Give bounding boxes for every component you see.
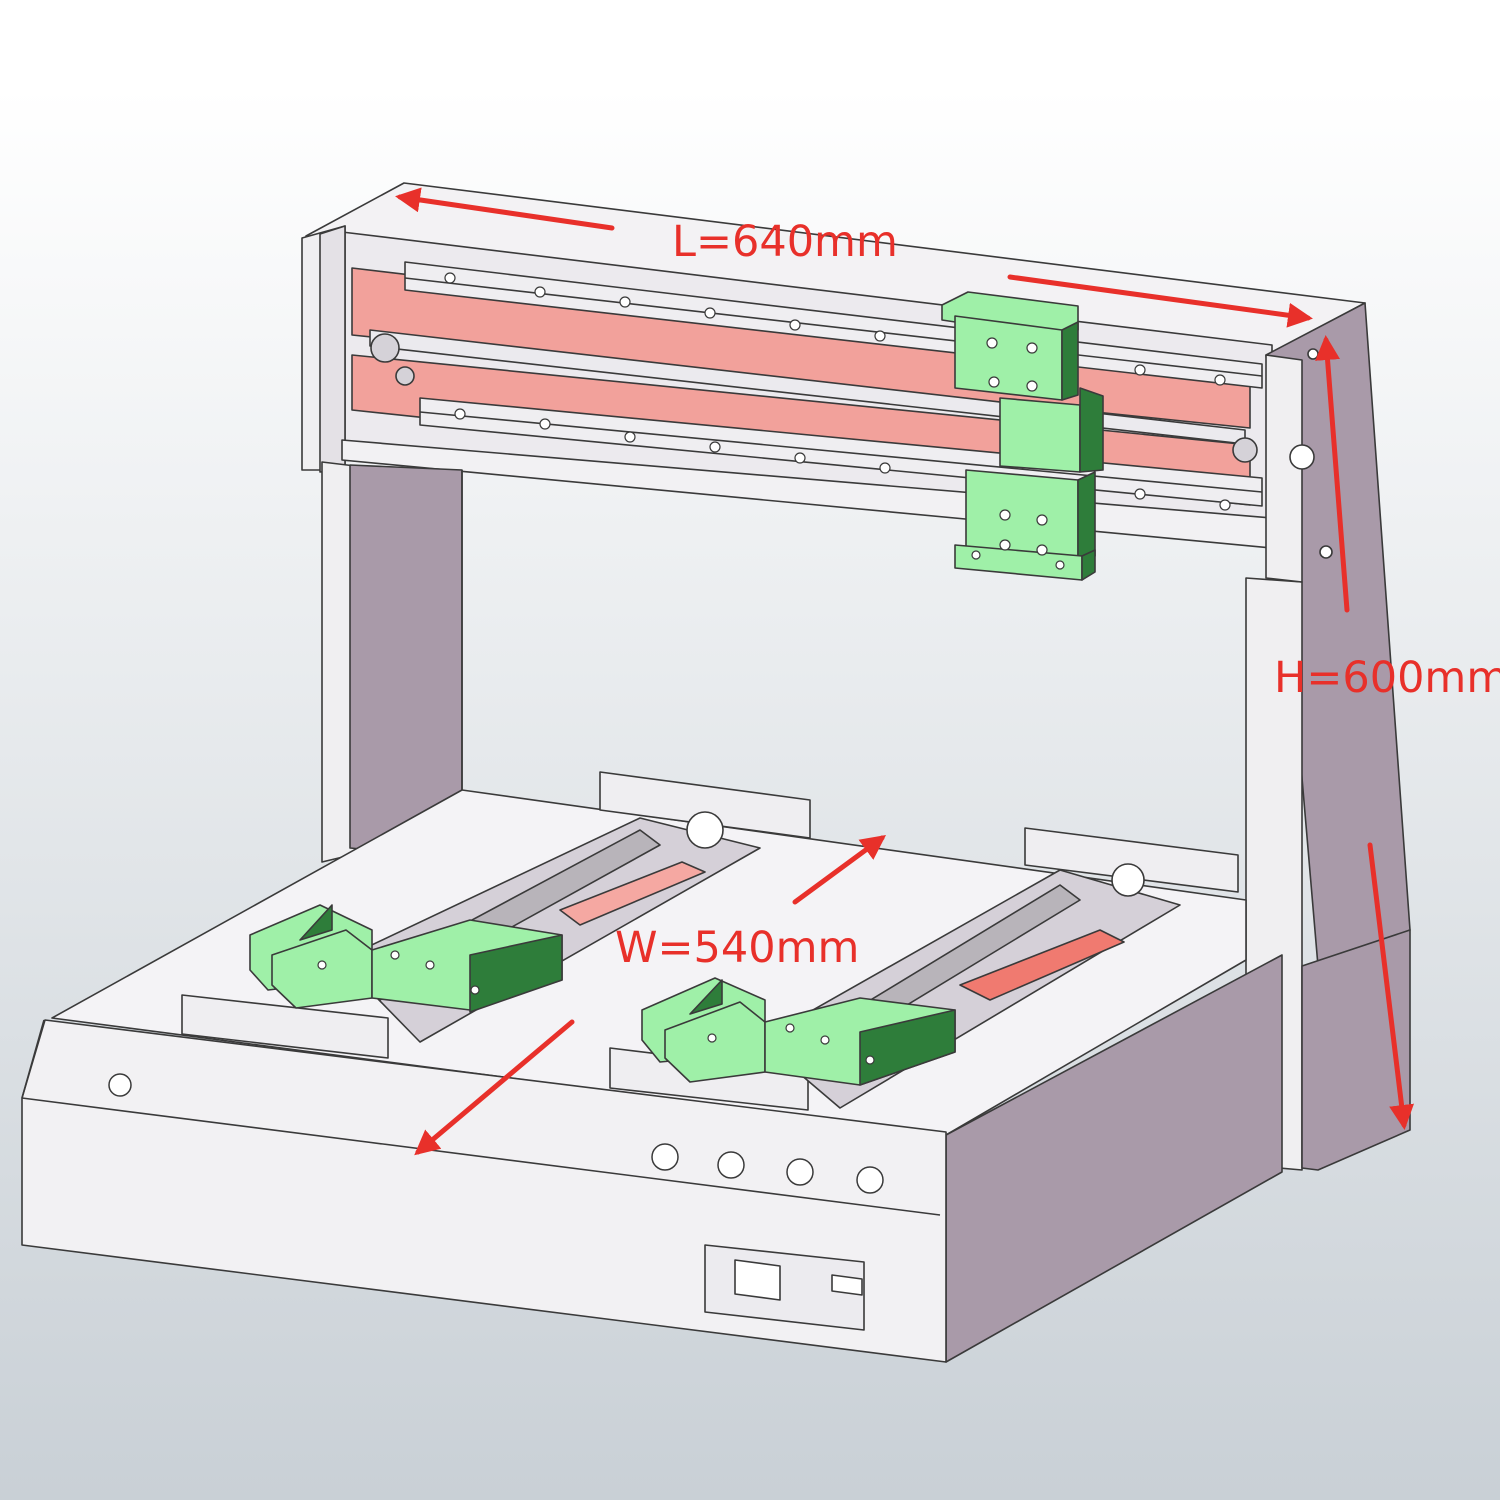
front-button-hole: [856, 1166, 884, 1194]
length-dimension-label: L=640mm: [672, 217, 898, 267]
y-axis-module-right: [609, 827, 1239, 1111]
length-arrow-left: [395, 187, 615, 231]
front-button-hole: [786, 1158, 814, 1186]
front-button-hole: [651, 1143, 679, 1171]
length-arrow-right: [1007, 274, 1313, 328]
x-axis-carriage: [941, 291, 1104, 581]
width-dimension-label: W=540mm: [615, 923, 859, 973]
front-port-hole: [108, 1073, 132, 1097]
height-arrow-down: [1367, 842, 1414, 1130]
front-button-hole: [717, 1151, 745, 1179]
width-arrow-front: [414, 1019, 575, 1156]
left-post: [321, 461, 463, 863]
height-arrow-up: [1315, 335, 1350, 613]
width-arrow-back: [792, 835, 887, 905]
y-axis-module-left: [181, 771, 811, 1059]
height-dimension-label: H=600mm: [1274, 653, 1500, 703]
